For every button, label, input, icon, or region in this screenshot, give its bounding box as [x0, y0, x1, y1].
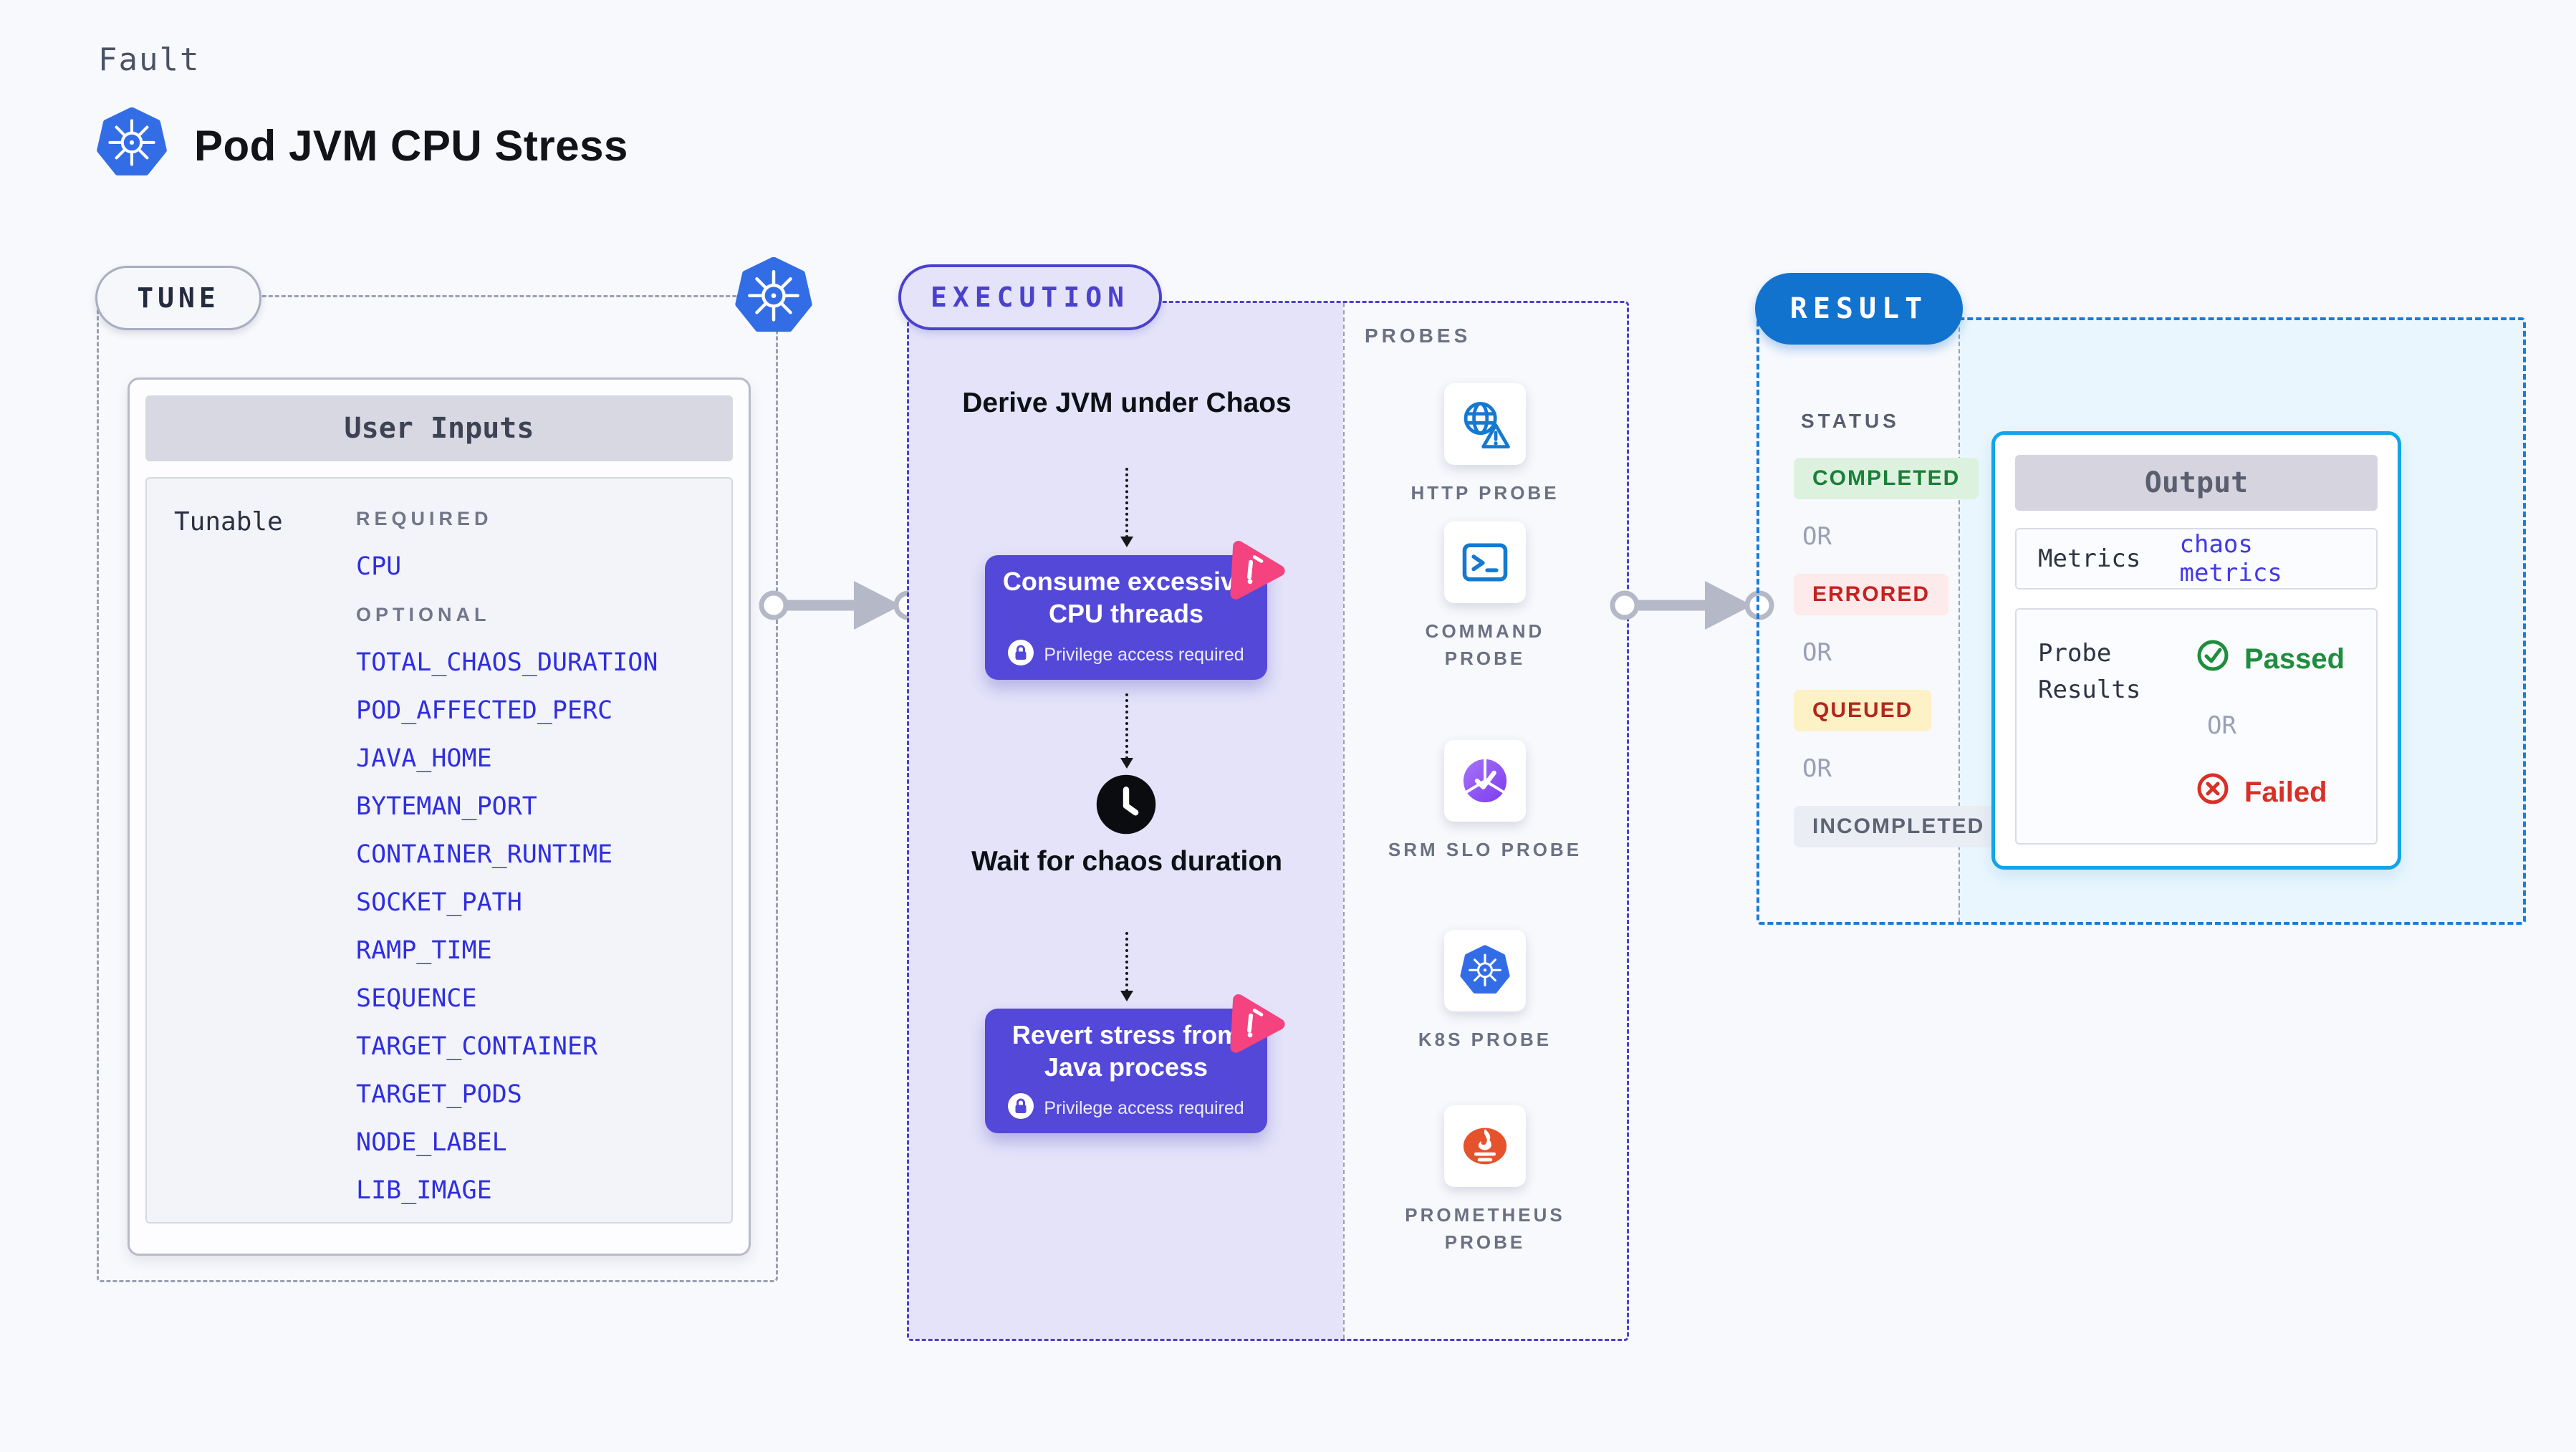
- probe-results-row: Probe Results Passed OR: [2015, 608, 2378, 845]
- execution-section: Derive JVM under Chaos Consume excessive…: [907, 301, 1629, 1341]
- or-separator: OR: [2207, 711, 2236, 740]
- execution-action-revert: Revert stress from Java process Privileg…: [985, 1009, 1267, 1133]
- tunable-item-cpu[interactable]: CPU: [356, 552, 402, 581]
- passed-label: Passed: [2244, 643, 2345, 675]
- tunable-row-label: Tunable: [174, 507, 283, 537]
- status-badge-errored: ERRORED: [1794, 574, 1949, 615]
- execution-probes-divider: [1343, 303, 1345, 1339]
- flow-down-arrow: [1120, 932, 1133, 1001]
- tunables-list: REQUIRED CPU OPTIONAL TOTAL_CHAOS_DURATI…: [356, 504, 658, 1205]
- tunable-item-sequence[interactable]: SEQUENCE: [356, 984, 477, 1013]
- status-badge-completed: COMPLETED: [1794, 458, 1979, 499]
- tunable-item-lib-image[interactable]: LIB_IMAGE: [356, 1176, 492, 1205]
- probe-http: HTTP PROBE: [1343, 383, 1627, 506]
- probe-results-label: Probe Results: [2038, 639, 2141, 704]
- check-circle-icon: [2196, 638, 2230, 680]
- execution-action-consume: Consume excessive CPU threads Privilege …: [985, 555, 1267, 680]
- command-probe-icon: [1444, 521, 1526, 603]
- tunables-panel: Tunable REQUIRED CPU OPTIONAL TOTAL_CHAO…: [145, 477, 733, 1223]
- clock-icon: [1094, 772, 1158, 837]
- probe-srm-slo: SRM SLO PROBE: [1343, 740, 1627, 863]
- flow-down-arrow: [1120, 468, 1133, 547]
- metrics-row: Metrics chaos metrics: [2015, 528, 2378, 590]
- x-circle-icon: [2196, 771, 2230, 813]
- prometheus-probe-icon: [1444, 1105, 1526, 1187]
- fault-kicker: Fault: [98, 42, 201, 78]
- probe-command: COMMAND PROBE: [1343, 521, 1627, 672]
- tunable-item-target-pods[interactable]: TARGET_PODS: [356, 1080, 522, 1109]
- tunable-item-target-container[interactable]: TARGET_CONTAINER: [356, 1032, 598, 1061]
- probes-heading: PROBES: [1365, 324, 1471, 347]
- probe-results-values: Passed OR Failed: [2196, 638, 2345, 813]
- status-heading: STATUS: [1801, 410, 1900, 432]
- chaos-icon: [1207, 525, 1292, 610]
- tunable-item-ramp-time[interactable]: RAMP_TIME: [356, 936, 492, 965]
- result-divider: [1959, 320, 1960, 922]
- user-inputs-card: User Inputs Tunable REQUIRED CPU OPTIONA…: [128, 378, 751, 1256]
- lock-icon: [1008, 639, 1034, 670]
- result-badge: RESULT: [1755, 273, 1963, 345]
- tunable-item-socket-path[interactable]: SOCKET_PATH: [356, 888, 522, 917]
- status-badge-queued: QUEUED: [1794, 690, 1932, 731]
- kubernetes-icon: [95, 107, 168, 184]
- status-list: COMPLETED OR ERRORED OR QUEUED OR INCOMP…: [1794, 458, 2004, 847]
- flow-arrow-tune-to-execution: [746, 562, 926, 652]
- output-title: Output: [2015, 455, 2378, 511]
- chaos-metrics-link[interactable]: chaos metrics: [2179, 530, 2282, 587]
- output-card: Output Metrics chaos metrics Probe Resul…: [1991, 431, 2401, 870]
- failed-label: Failed: [2244, 776, 2327, 808]
- flow-arrow-probes-to-result: [1597, 562, 1777, 652]
- probe-result-failed: Failed: [2196, 771, 2327, 813]
- kubernetes-icon: [734, 256, 814, 337]
- probe-label: HTTP PROBE: [1410, 482, 1559, 504]
- tunable-group-optional: OPTIONAL: [356, 604, 491, 625]
- probe-label: K8S PROBE: [1418, 1029, 1552, 1050]
- privilege-note: Privilege access required: [1008, 639, 1244, 670]
- probe-k8s: K8S PROBE: [1343, 930, 1627, 1053]
- status-badge-incompleted: INCOMPLETED: [1794, 806, 2004, 847]
- tunable-item-total-chaos-duration[interactable]: TOTAL_CHAOS_DURATION: [356, 648, 658, 677]
- probe-label: SRM SLO PROBE: [1388, 839, 1582, 860]
- lock-icon: [1008, 1092, 1034, 1124]
- k8s-probe-icon: [1444, 930, 1526, 1011]
- privilege-note: Privilege access required: [1008, 1092, 1244, 1124]
- flow-down-arrow: [1120, 693, 1133, 769]
- chaos-icon: [1207, 979, 1292, 1064]
- page-header: Pod JVM CPU Stress: [95, 107, 628, 184]
- probe-label: COMMAND PROBE: [1425, 620, 1545, 669]
- probe-prometheus: PROMETHEUS PROBE: [1343, 1105, 1627, 1256]
- metrics-label: Metrics: [2038, 544, 2141, 573]
- tunable-item-node-label[interactable]: NODE_LABEL: [356, 1128, 507, 1157]
- action-title: Consume excessive CPU threads: [1002, 566, 1250, 628]
- tune-section: [97, 295, 778, 1282]
- or-separator: OR: [1802, 522, 1832, 551]
- probe-result-passed: Passed: [2196, 638, 2345, 680]
- privilege-note-text: Privilege access required: [1044, 644, 1244, 665]
- tunable-item-pod-affected-perc[interactable]: POD_AFFECTED_PERC: [356, 696, 613, 725]
- action-title: Revert stress from Java process: [1011, 1019, 1241, 1082]
- tune-badge: TUNE: [95, 266, 261, 330]
- http-probe-icon: [1444, 383, 1526, 465]
- user-inputs-title: User Inputs: [145, 395, 733, 461]
- probe-label: PROMETHEUS PROBE: [1405, 1204, 1565, 1253]
- tunable-item-container-runtime[interactable]: CONTAINER_RUNTIME: [356, 840, 613, 869]
- or-separator: OR: [1802, 638, 1832, 667]
- page-title: Pod JVM CPU Stress: [194, 122, 628, 170]
- execution-step-derive: Derive JVM under Chaos: [962, 388, 1292, 418]
- execution-badge: EXECUTION: [898, 264, 1162, 330]
- tunable-item-java-home[interactable]: JAVA_HOME: [356, 744, 492, 773]
- privilege-note-text: Privilege access required: [1044, 1097, 1244, 1118]
- execution-step-wait: Wait for chaos duration: [971, 846, 1283, 877]
- tunable-group-required: REQUIRED: [356, 508, 493, 529]
- srm-slo-probe-icon: [1444, 740, 1526, 822]
- tunable-item-byteman-port[interactable]: BYTEMAN_PORT: [356, 792, 537, 821]
- or-separator: OR: [1802, 754, 1832, 783]
